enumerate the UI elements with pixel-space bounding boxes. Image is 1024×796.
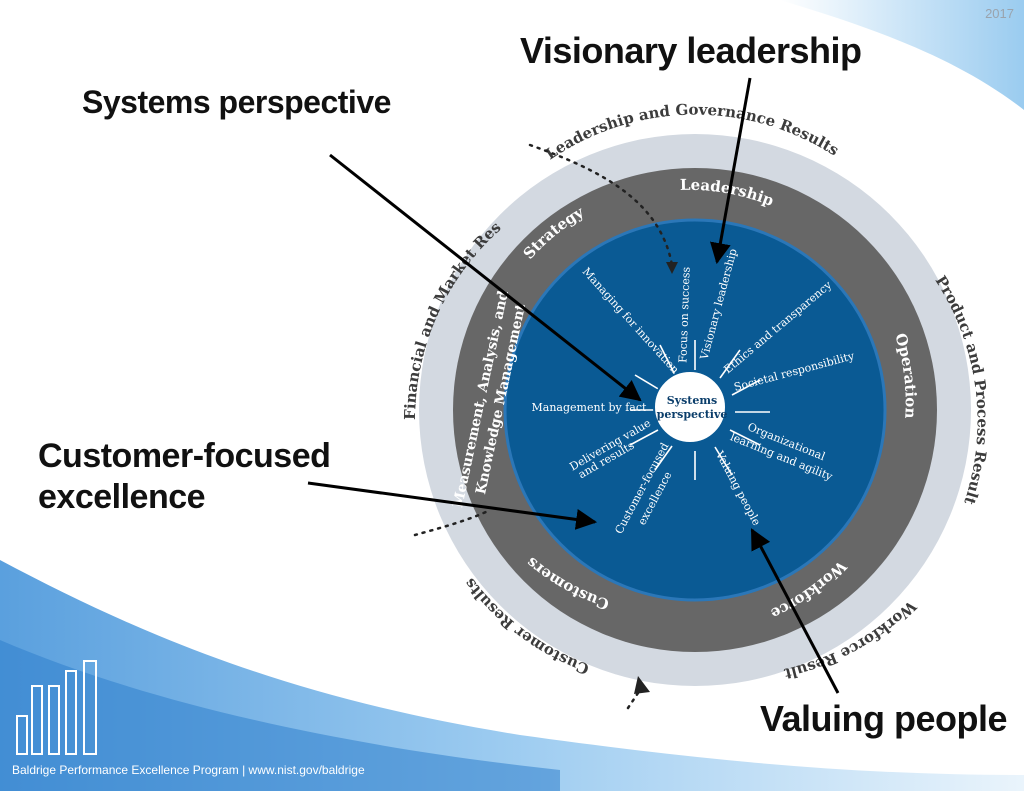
feedback-arrowhead-bottom: [634, 676, 650, 694]
arrow-visionary-leadership: [710, 77, 752, 265]
top-swoosh: [780, 0, 1024, 110]
slide-year: 2017: [985, 6, 1014, 21]
baldrige-bars-logo: [16, 660, 97, 755]
arrow-customer-focused: [307, 481, 598, 530]
callout-customer-focused-line2: excellence: [38, 478, 206, 516]
bottom-swoosh-dark: [0, 640, 560, 791]
core-value-management-by-fact: Management by fact: [532, 401, 647, 414]
hub-label-line1: Systems: [667, 394, 717, 407]
feedback-arrowhead-top: [666, 262, 678, 274]
callout-visionary-leadership: Visionary leadership: [520, 30, 862, 71]
callout-valuing-people: Valuing people: [760, 698, 1008, 739]
core-value-focus-on-success: Focus on success: [676, 266, 692, 363]
core-value-spokes: [629, 340, 770, 480]
hub-label-line2: perspective: [657, 408, 728, 421]
feedback-arrow-top: [528, 143, 674, 267]
callout-systems-perspective: Systems perspective: [82, 84, 391, 120]
slide-footer: Baldrige Performance Excellence Program …: [12, 763, 365, 777]
arrow-systems-perspective: [329, 153, 642, 402]
callout-customer-focused-line1: Customer-focused: [38, 437, 331, 475]
arrow-valuing-people: [750, 528, 840, 694]
feedback-arrow-left: [413, 508, 492, 537]
systems-perspective-hub: [653, 370, 727, 444]
